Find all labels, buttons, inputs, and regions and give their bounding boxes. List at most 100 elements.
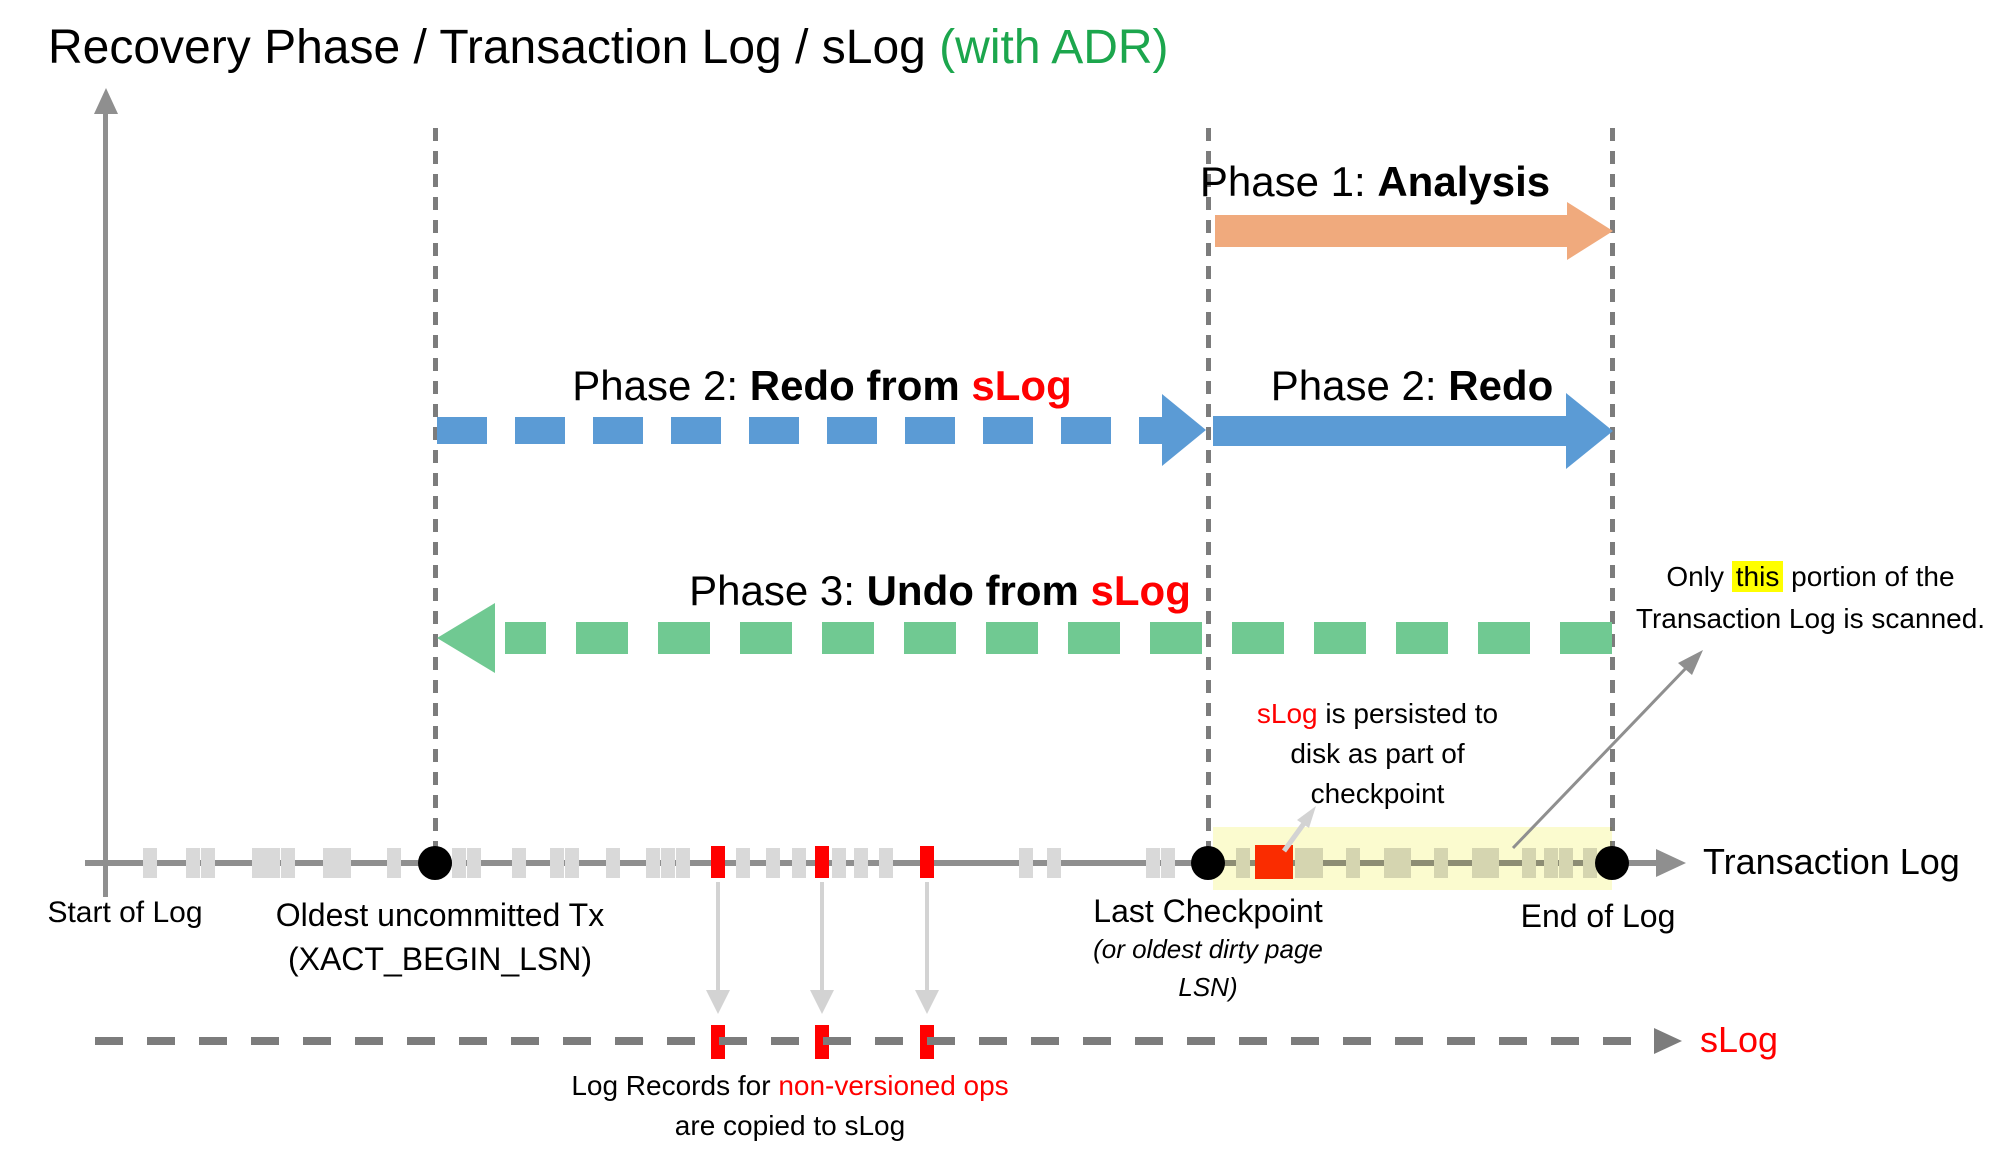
vertical-axis-line bbox=[103, 110, 108, 897]
log-record-tick bbox=[879, 848, 893, 878]
phase1-prefix: Phase 1: bbox=[1199, 158, 1378, 205]
transaction-log-arrowhead-icon bbox=[1656, 849, 1686, 877]
phase2-redo-from-slog-arrow bbox=[437, 417, 1162, 444]
phase3-name: Undo from bbox=[866, 567, 1091, 614]
phase3-undo-arrowhead-icon bbox=[437, 603, 495, 673]
scanned-pointer-arrowhead-icon bbox=[1678, 650, 1703, 675]
copied-note-black: Log Records for bbox=[571, 1070, 779, 1101]
phase3-label: Phase 3: Undo from sLog bbox=[640, 567, 1240, 615]
scanned-note-highlight: this bbox=[1731, 561, 1784, 592]
phase1-arrowhead-icon bbox=[1567, 202, 1613, 260]
log-record-tick bbox=[606, 848, 620, 878]
page-title: Recovery Phase / Transaction Log / sLog … bbox=[48, 20, 1169, 75]
log-record-tick bbox=[1047, 848, 1061, 878]
slog-axis-label: sLog bbox=[1700, 1019, 1779, 1060]
scanned-portion-note: Only this portion of the Transaction Log… bbox=[1620, 556, 2001, 640]
last-checkpoint-label-line1: Last Checkpoint bbox=[1093, 893, 1323, 929]
persisted-note-line1: sLog is persisted to bbox=[1185, 694, 1570, 734]
phase2-slog-name: Redo from bbox=[749, 362, 972, 409]
log-record-tick bbox=[281, 848, 295, 878]
log-record-tick bbox=[186, 848, 200, 878]
phase2-redo-arrow bbox=[1213, 416, 1566, 446]
last-checkpoint-label: Last Checkpoint (or oldest dirty page LS… bbox=[1028, 893, 1388, 1006]
nonversioned-record-tick bbox=[815, 846, 829, 878]
scanned-note-post: portion of the bbox=[1783, 561, 1955, 592]
log-record-tick bbox=[143, 848, 157, 878]
phase2-redo-arrowhead-icon bbox=[1566, 393, 1613, 469]
log-record-tick bbox=[1146, 848, 1160, 878]
slog-arrowhead-icon bbox=[1654, 1028, 1682, 1054]
copied-note-red: non-versioned ops bbox=[778, 1070, 1009, 1101]
oldest-tx-label-line1: Oldest uncommitted Tx bbox=[275, 897, 605, 933]
phase2-prefix: Phase 2: bbox=[1270, 362, 1449, 409]
nonversioned-record-tick bbox=[920, 846, 934, 878]
copy-to-slog-arrowhead-icon bbox=[706, 990, 730, 1014]
log-record-tick bbox=[661, 848, 675, 878]
persisted-note-line2: disk as part of bbox=[1290, 738, 1465, 769]
log-record-tick bbox=[387, 848, 401, 878]
copy-to-slog-arrow-stem bbox=[820, 882, 824, 990]
phase2-slog-prefix: Phase 2: bbox=[572, 362, 750, 409]
log-record-tick bbox=[565, 848, 579, 878]
oldest-tx-guide-dashline bbox=[433, 128, 438, 855]
oldest-uncommitted-tx-dot bbox=[418, 846, 452, 880]
copy-to-slog-arrowhead-icon bbox=[810, 990, 834, 1014]
phase2-label: Phase 2: Redo bbox=[1212, 362, 1612, 410]
last-checkpoint-sub1: (or oldest dirty page bbox=[1093, 934, 1323, 964]
last-checkpoint-guide-dashline bbox=[1206, 128, 1211, 855]
slog-persisted-note: sLog is persisted to disk as part of che… bbox=[1185, 694, 1570, 814]
log-record-tick bbox=[512, 848, 526, 878]
log-record-tick bbox=[676, 848, 690, 878]
log-record-tick bbox=[550, 848, 564, 878]
slog-dashed-line bbox=[95, 1037, 1652, 1045]
log-record-tick bbox=[452, 848, 466, 878]
page-title-adr-accent: (with ADR) bbox=[939, 21, 1169, 74]
scanned-note-line2: Transaction Log is scanned. bbox=[1635, 603, 1986, 634]
phase2-redo-from-slog-arrowhead-icon bbox=[1162, 394, 1206, 466]
log-record-tick bbox=[766, 848, 780, 878]
phase3-red-word: sLog bbox=[1090, 567, 1191, 614]
log-record-tick bbox=[201, 848, 215, 878]
log-record-tick bbox=[854, 848, 868, 878]
log-record-tick bbox=[736, 848, 750, 878]
copied-note-line1: Log Records for non-versioned ops bbox=[555, 1066, 1025, 1106]
log-record-tick bbox=[337, 848, 351, 878]
log-record-tick bbox=[266, 848, 280, 878]
scanned-range-highlight bbox=[1213, 827, 1612, 890]
persisted-note-slog-word: sLog bbox=[1256, 698, 1318, 729]
phase1-label: Phase 1: Analysis bbox=[1150, 158, 1600, 206]
last-checkpoint-sub2: LSN) bbox=[1178, 972, 1238, 1002]
copy-to-slog-arrow-stem bbox=[925, 882, 929, 990]
transaction-log-axis-label: Transaction Log bbox=[1703, 841, 1960, 882]
phase3-prefix: Phase 3: bbox=[689, 567, 867, 614]
log-record-tick bbox=[1019, 848, 1033, 878]
log-record-tick bbox=[1161, 848, 1175, 878]
persisted-note-rest: is persisted to bbox=[1317, 698, 1499, 729]
phase2-slog-label: Phase 2: Redo from sLog bbox=[437, 362, 1207, 410]
oldest-tx-label-line2: (XACT_BEGIN_LSN) bbox=[287, 941, 593, 977]
log-record-tick bbox=[323, 848, 337, 878]
log-record-tick bbox=[646, 848, 660, 878]
log-record-tick bbox=[832, 848, 846, 878]
copy-to-slog-arrowhead-icon bbox=[915, 990, 939, 1014]
phase2-name: Redo bbox=[1448, 362, 1554, 409]
log-record-tick bbox=[792, 848, 806, 878]
oldest-uncommitted-tx-label: Oldest uncommitted Tx (XACT_BEGIN_LSN) bbox=[250, 893, 630, 981]
phase1-analysis-arrow bbox=[1215, 215, 1567, 247]
copied-records-note: Log Records for non-versioned ops are co… bbox=[555, 1066, 1025, 1146]
nonversioned-record-tick bbox=[711, 846, 725, 878]
phase2-slog-red-word: sLog bbox=[971, 362, 1072, 409]
copy-to-slog-arrow-stem bbox=[716, 882, 720, 990]
log-record-tick bbox=[467, 848, 481, 878]
scanned-note-line1: Only this portion of the bbox=[1620, 556, 2001, 598]
page-title-main: Recovery Phase / Transaction Log / sLog bbox=[48, 21, 940, 74]
scanned-note-pre: Only bbox=[1666, 561, 1732, 592]
start-of-log-label: Start of Log bbox=[47, 896, 203, 929]
vertical-axis-arrowhead-icon bbox=[94, 88, 118, 114]
phase3-undo-from-slog-arrow bbox=[505, 622, 1612, 654]
log-record-tick bbox=[252, 848, 266, 878]
end-of-log-label: End of Log bbox=[1520, 898, 1676, 934]
persisted-note-line3: checkpoint bbox=[1310, 778, 1445, 809]
copied-note-line2: are copied to sLog bbox=[674, 1110, 906, 1141]
